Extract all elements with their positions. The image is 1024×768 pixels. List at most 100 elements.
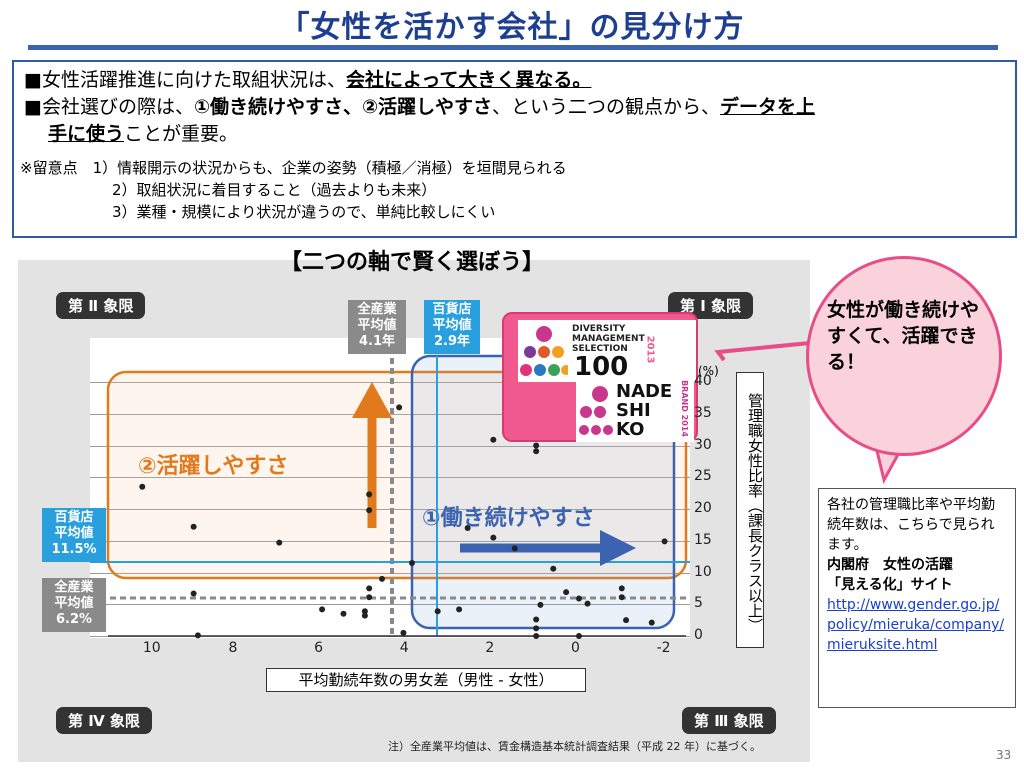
logo-year: BRAND 2014 bbox=[679, 380, 689, 437]
scatter-point bbox=[139, 483, 146, 490]
logo-text: MANAGEMENT bbox=[572, 334, 645, 344]
y-axis-label: 管理職女性比率（課長クラス以上） bbox=[736, 372, 764, 648]
y-tick-label: 0 bbox=[694, 627, 703, 643]
info-link[interactable]: http://www.gender.go.jp/policy/mieruka/c… bbox=[827, 597, 1005, 653]
scatter-point bbox=[366, 491, 373, 498]
scatter-point bbox=[533, 625, 540, 632]
nadeshiko-dots-icon bbox=[579, 386, 613, 435]
scatter-point bbox=[537, 601, 544, 608]
logo-text: NADE bbox=[616, 381, 673, 402]
tag-line: 百貨店 bbox=[432, 302, 472, 317]
info-text: 各社の管理職比率や平均勤続年数は、こちらで見られます。 bbox=[827, 497, 995, 553]
tag-value: 6.2% bbox=[55, 612, 93, 627]
summary-bold: ①働き続けやすさ、②活躍しやすさ bbox=[193, 96, 492, 118]
tag-value: 4.1年 bbox=[358, 334, 396, 349]
scatter-point bbox=[550, 565, 557, 572]
scatter-point bbox=[575, 633, 582, 639]
tag-line: 全産業 bbox=[54, 580, 94, 595]
scatter-point bbox=[648, 619, 655, 626]
scatter-point bbox=[400, 629, 407, 636]
y-tick-label: 10 bbox=[694, 563, 712, 580]
tag-line: 平均値 bbox=[54, 596, 94, 611]
y-tick-label: 15 bbox=[694, 531, 712, 548]
grid-line bbox=[90, 477, 690, 479]
scatter-point bbox=[190, 590, 197, 597]
tag-line: 平均値 bbox=[54, 526, 94, 541]
scatter-point bbox=[434, 608, 441, 615]
scatter-point bbox=[361, 612, 368, 619]
scatter-point bbox=[575, 595, 582, 602]
y-tick-label: 35 bbox=[694, 404, 712, 421]
y-tick-label: 40 bbox=[694, 373, 712, 389]
grid-line bbox=[90, 604, 690, 606]
summary-text: ■会社選びの際は、 bbox=[24, 96, 194, 118]
info-box: 各社の管理職比率や平均勤続年数は、こちらで見られます。 内閣府 女性の活躍 「見… bbox=[818, 488, 1016, 708]
note-2: 2）取組状況に着目すること（過去よりも未来） bbox=[112, 181, 437, 199]
scatter-point bbox=[379, 575, 386, 582]
title-divider bbox=[28, 45, 998, 50]
industry-avg-tag-left: 全産業 平均値 6.2% bbox=[42, 578, 106, 632]
x-tick-label: 4 bbox=[399, 640, 409, 656]
grid-line bbox=[90, 413, 690, 415]
scatter-point bbox=[276, 539, 283, 546]
logo-text: SHI bbox=[616, 400, 651, 421]
tag-line: 全産業 bbox=[357, 302, 397, 317]
nadeshiko-logo: NADE SHI KO BRAND 2014 bbox=[576, 380, 694, 442]
x-tick-label: 10 bbox=[142, 640, 161, 656]
x-tick-label: 2 bbox=[485, 640, 495, 656]
scatter-point bbox=[366, 594, 373, 601]
logo-text: DIVERSITY bbox=[572, 324, 626, 334]
bubble-arrow bbox=[714, 340, 821, 362]
scatter-point bbox=[584, 600, 591, 607]
industry-avg-tag-top: 全産業 平均値 4.1年 bbox=[348, 300, 406, 354]
quadrant-4-label: 第 Ⅳ 象限 bbox=[56, 707, 152, 734]
scatter-point bbox=[490, 534, 497, 541]
summary-text: ■女性活躍推進に向けた取組状況は、 bbox=[24, 69, 346, 91]
continue-axis-label: ①働き続けやすさ bbox=[422, 506, 595, 531]
department-avg-tag-top: 百貨店 平均値 2.9年 bbox=[424, 300, 480, 354]
tag-line: 平均値 bbox=[357, 318, 397, 333]
info-site-name: 内閣府 女性の活躍 bbox=[827, 557, 953, 573]
y-tick-label: 25 bbox=[694, 468, 712, 485]
scatter-point bbox=[366, 507, 373, 514]
callout-text: 女性が働き続けやすくて、活躍できる！ bbox=[827, 299, 980, 373]
chart-heading: 【二つの軸で賢く選ぼう】 bbox=[280, 250, 545, 275]
scatter-point bbox=[533, 442, 540, 449]
tag-line: 百貨店 bbox=[54, 510, 94, 525]
diversity-logo: DIVERSITY MANAGEMENT SELECTION 100 2013 bbox=[518, 320, 696, 382]
scatter-point bbox=[533, 633, 540, 639]
scatter-point bbox=[340, 610, 347, 617]
note-3: 3）業種・規模により状況が違うので、単純比較しにくい bbox=[112, 203, 496, 221]
summary-emphasis: 会社によって大きく異なる。 bbox=[345, 69, 592, 91]
scatter-point bbox=[396, 404, 403, 411]
active-arrow-head bbox=[352, 382, 392, 418]
scatter-point bbox=[361, 608, 368, 615]
department-avg-tag-left: 百貨店 平均値 11.5% bbox=[42, 508, 106, 562]
scatter-point bbox=[408, 559, 415, 566]
logo-year: 2013 bbox=[644, 335, 656, 364]
scatter-point bbox=[618, 585, 625, 592]
summary-emphasis: 手に使う bbox=[48, 123, 125, 145]
x-tick-label: -2 bbox=[656, 640, 671, 656]
scatter-point bbox=[623, 617, 630, 624]
chart-footnote: 注）全産業平均値は、賃金構造基本統計調査結果（平成 22 年）に基づく。 bbox=[388, 740, 761, 753]
quadrant-3-label: 第 Ⅲ 象限 bbox=[682, 707, 776, 734]
summary-text: 、という二つの観点から、 bbox=[491, 96, 720, 118]
tag-line: 平均値 bbox=[432, 318, 472, 333]
scatter-point bbox=[563, 589, 570, 596]
logo-text: KO bbox=[616, 419, 645, 440]
scatter-point bbox=[533, 448, 540, 455]
scatter-point bbox=[533, 616, 540, 623]
scatter-point bbox=[366, 585, 373, 592]
scatter-point bbox=[490, 436, 497, 443]
summary-text: ことが重要。 bbox=[124, 123, 239, 145]
page-title: 「女性を活かす会社」の見分け方 bbox=[279, 10, 745, 45]
y-tick-label: 5 bbox=[694, 595, 703, 612]
diversity-dots-icon bbox=[520, 326, 568, 376]
scatter-point bbox=[190, 523, 197, 530]
x-tick-label: 6 bbox=[314, 640, 323, 656]
scatter-point bbox=[456, 606, 463, 613]
callout-bubble: 女性が働き続けやすくて、活躍できる！ bbox=[806, 256, 1002, 456]
scatter-point bbox=[319, 606, 326, 613]
logo-text: SELECTION bbox=[572, 344, 628, 354]
